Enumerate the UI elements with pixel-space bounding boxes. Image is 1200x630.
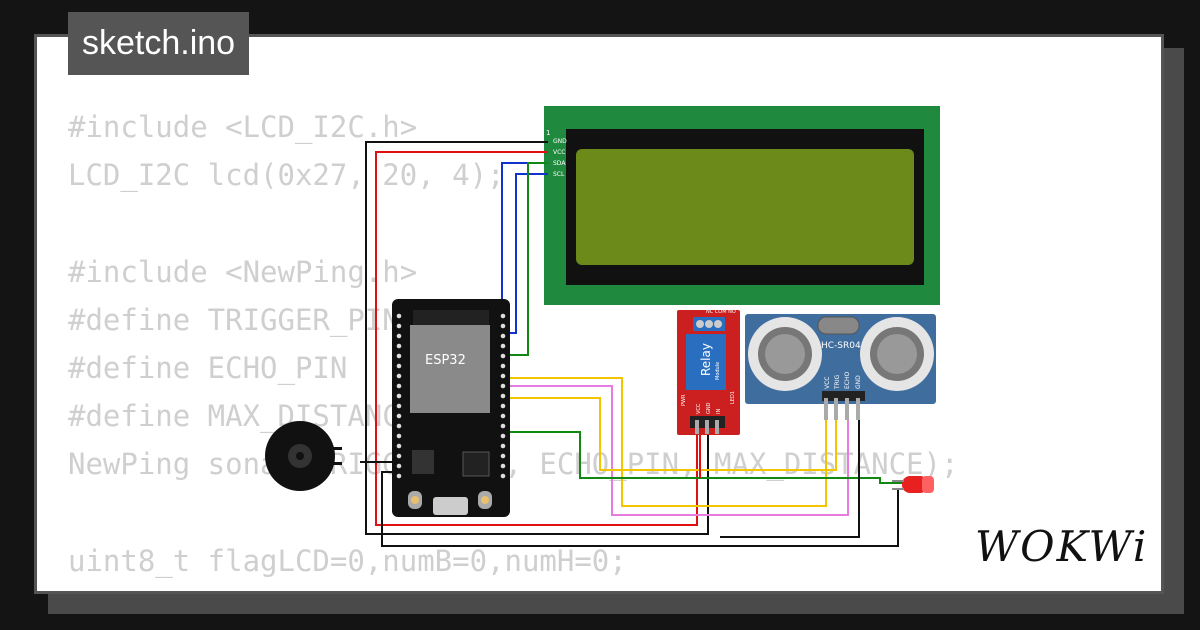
relay-module[interactable]: Relay Module NC COM NO VCC GND IN PWR LE…: [677, 309, 740, 435]
relay-led-label: LED1: [730, 391, 736, 404]
lcd-pin-gnd: GND: [553, 138, 567, 145]
ultrasonic-pin-gnd: GND: [855, 375, 862, 389]
ultrasonic-label: HC-SR04: [821, 341, 861, 351]
lcd-pin-scl: SCL: [553, 171, 565, 178]
file-tab[interactable]: sketch.ino: [68, 12, 250, 75]
relay-top-pins: NC COM NO: [706, 309, 736, 315]
lcd-pin-marker: 1: [546, 129, 550, 137]
buzzer[interactable]: [265, 421, 342, 491]
ultrasonic-pin-trig: TRIG: [834, 374, 841, 390]
relay-pwr-label: PWR: [681, 394, 687, 406]
relay-pin-gnd: GND: [706, 402, 712, 414]
code-preview: #include <LCD_I2C.h> LCD_I2C lcd(0x27, 20…: [68, 103, 958, 585]
relay-pin-in: IN: [716, 409, 722, 414]
relay-title: Relay: [699, 343, 713, 376]
wires: [360, 141, 905, 547]
red-led[interactable]: [892, 476, 934, 493]
wokwi-logo: WOKWi: [975, 522, 1149, 571]
relay-pin-vcc: VCC: [696, 403, 702, 414]
code-line: #define ECHO_PIN: [68, 350, 348, 385]
code-line: #include <NewPing.h>: [68, 254, 418, 289]
ultrasonic-sensor[interactable]: HC-SR04 VCC TRIG ECHO GND: [745, 314, 936, 420]
esp32-board[interactable]: ESP32: [392, 299, 510, 517]
ultrasonic-pin-vcc: VCC: [824, 377, 831, 389]
relay-subtitle: Module: [715, 362, 721, 380]
lcd-pin-vcc: VCC: [553, 149, 565, 156]
code-line: uint8_t flagLCD=0,numB=0,numH=0;: [68, 543, 627, 578]
lcd-pin-sda: SDA: [553, 160, 566, 167]
code-line: #include <LCD_I2C.h>: [68, 110, 418, 144]
code-line: LCD_I2C lcd(0x27, 20, 4);: [68, 158, 505, 193]
esp32-label: ESP32: [425, 353, 466, 368]
lcd-display[interactable]: 1 GND VCC SDA SCL: [544, 106, 940, 305]
ultrasonic-pin-echo: ECHO: [844, 372, 851, 389]
code-line: #define TRIGGER_PIN: [68, 302, 400, 337]
